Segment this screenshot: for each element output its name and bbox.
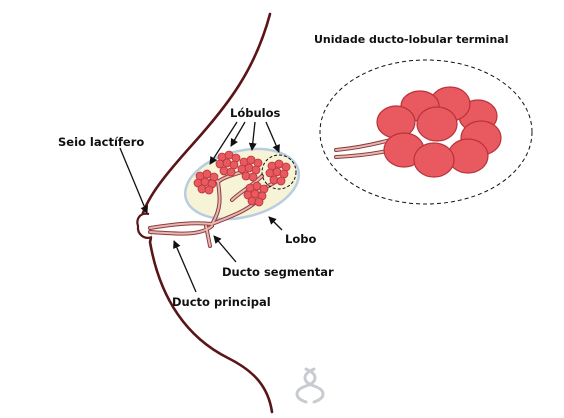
ducto-principal-pointer [173,240,197,293]
ducto-segmentar-pointer [213,235,237,263]
tdlu-zoom-ellipse [319,59,533,205]
lobo-pointer [268,216,283,231]
label-ducto-principal: Ducto principal [172,295,271,309]
label-seio-lactifero: Seio lactífero [58,135,144,149]
tdlu-zoom-lobules [376,86,502,178]
label-lobulos: Lóbulos [230,106,280,120]
nipple [136,212,153,239]
lobule-cluster-5 [243,181,269,207]
lobule-cluster-4 [265,159,291,186]
dna-logo-icon [295,367,325,404]
label-ducto-segmentar: Ducto segmentar [222,265,334,279]
tdlu-highlight-circle [261,154,297,190]
lobule-cluster-3 [237,155,263,182]
lobule-cluster-2 [215,150,241,177]
lobulos-arrows [209,121,280,165]
label-lobo: Lobo [285,232,316,246]
seio-lactifero-pointer [119,147,149,214]
lobule-cluster-1 [193,169,219,195]
diagram-title: Unidade ducto-lobular terminal [314,33,508,46]
